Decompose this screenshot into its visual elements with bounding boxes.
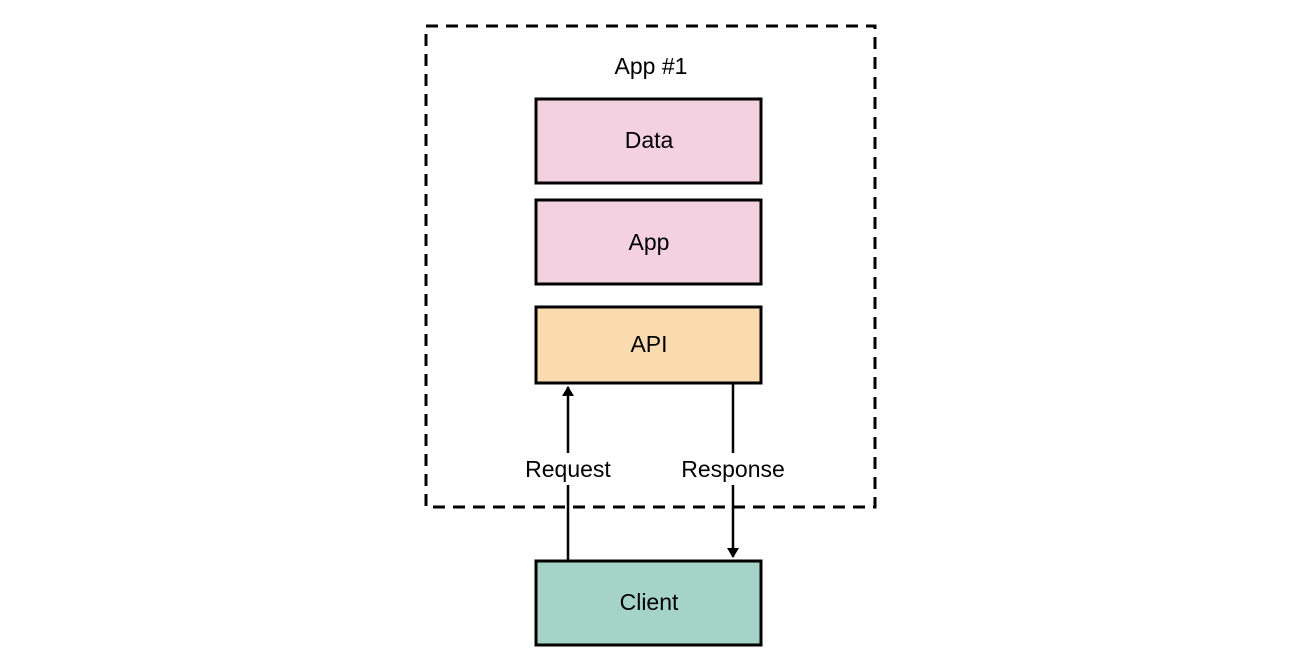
client-box: Client [534, 559, 763, 647]
request-label-bg [516, 453, 620, 485]
app-box: App [534, 198, 763, 286]
request-edge: Request [516, 386, 620, 561]
client-box-label: Client [620, 589, 679, 615]
api-box: API [534, 305, 763, 385]
response-label-bg [672, 453, 794, 485]
request-label: Request [525, 456, 611, 482]
data-box: Data [534, 97, 763, 185]
response-label: Response [681, 456, 785, 482]
app-container-title: App #1 [615, 53, 688, 79]
app-container: App #1 [424, 24, 877, 509]
app-container-border [424, 24, 877, 509]
app-box-rect [534, 198, 763, 286]
api-box-rect [534, 305, 763, 385]
client-box-rect [534, 559, 763, 647]
data-box-label: Data [625, 127, 674, 153]
api-box-label: API [630, 331, 667, 357]
response-edge: Response [672, 383, 794, 558]
data-box-rect [534, 97, 763, 185]
app-box-label: App [629, 229, 670, 255]
